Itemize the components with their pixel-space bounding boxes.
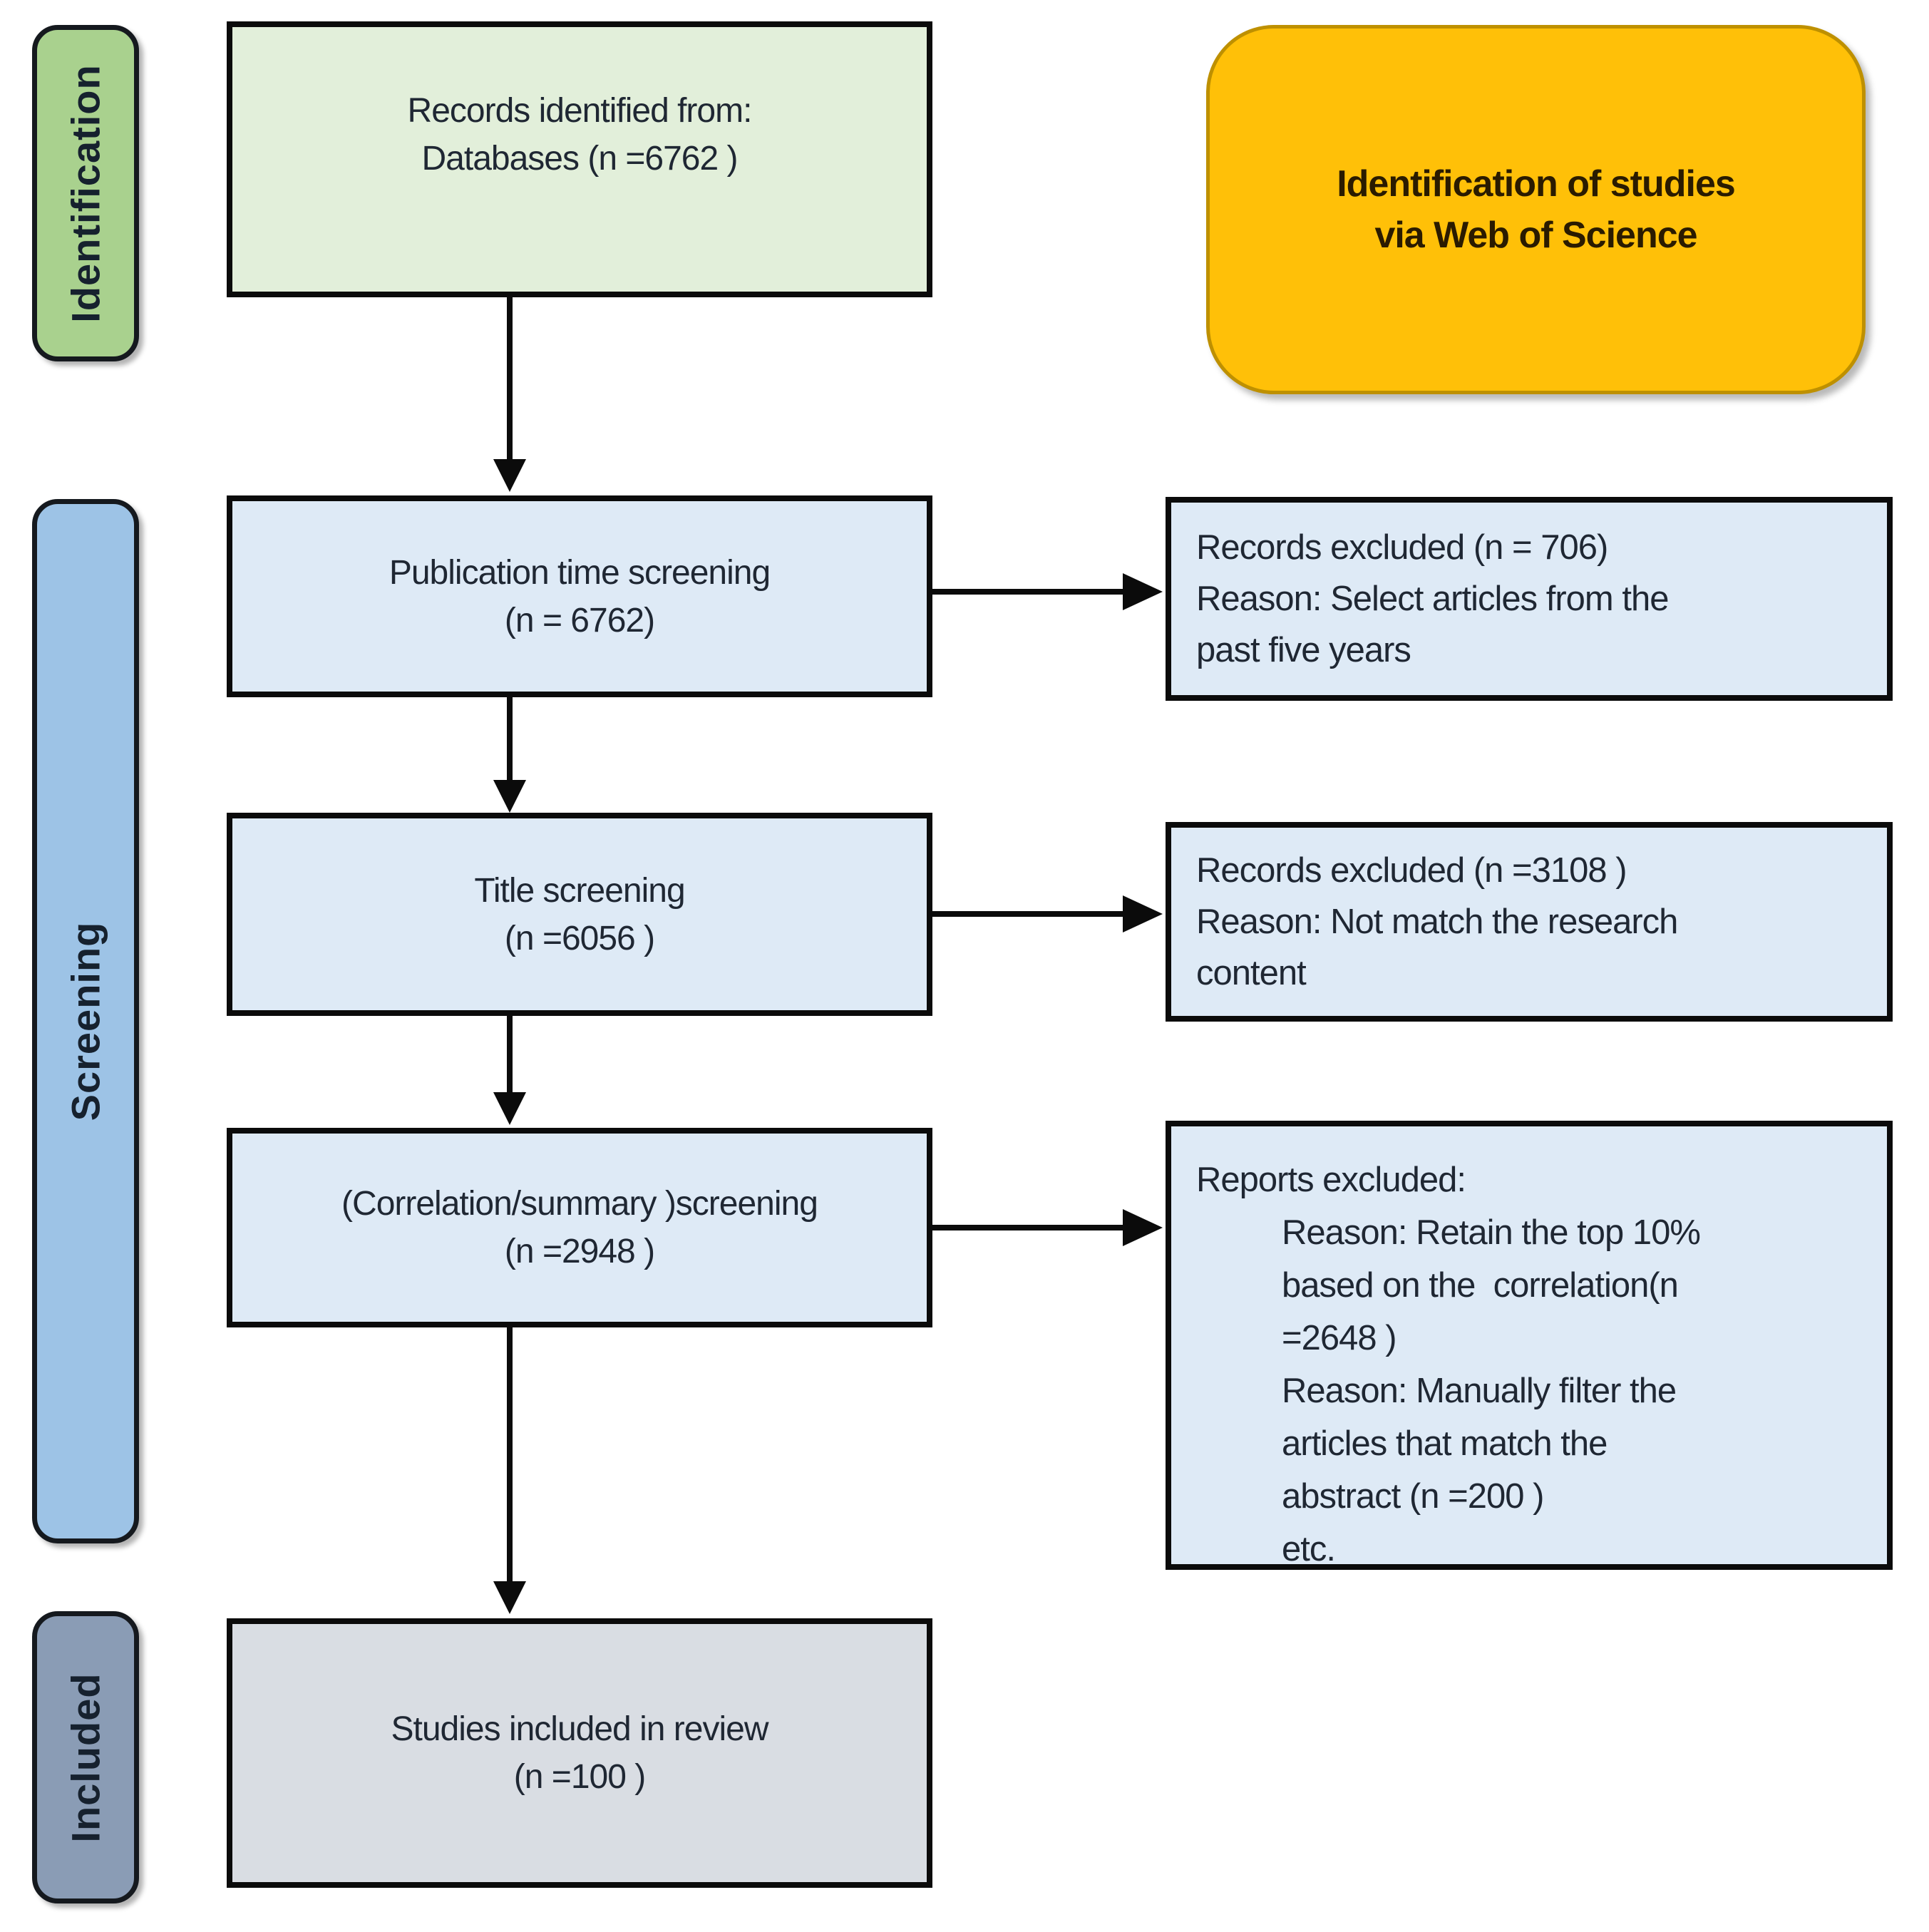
records-identified-line-1: Records identified from: [407, 91, 753, 130]
arrow-down-4-head [493, 1581, 526, 1614]
arrow-down-3-shaft [507, 1016, 513, 1093]
connector-arrow-1-head [1123, 573, 1163, 610]
exclusion-box-records-excluded-706: Records excluded (n = 706) Reason: Selec… [1166, 497, 1893, 701]
arrow-down-3-head [493, 1092, 526, 1125]
arrow-down-1-shaft [507, 297, 513, 460]
flow-box-publication-time-screening: Publication time screening (n = 6762) [227, 495, 932, 697]
studies-included-line-2: (n =100 ) [513, 1758, 646, 1796]
reports-excluded-line-4: Reason: Manually filter the [1282, 1372, 1677, 1410]
connector-arrow-1-shaft [932, 589, 1123, 595]
connector-arrow-3-head [1123, 1209, 1163, 1246]
stage-pill-included: Included [32, 1611, 139, 1903]
stage-pill-screening: Screening [32, 499, 139, 1543]
connector-arrow-3-shaft [932, 1225, 1123, 1230]
excluded-2-line-3: content [1196, 954, 1307, 992]
exclusion-box-reports-excluded: Reports excluded: Reason: Retain the top… [1166, 1121, 1893, 1570]
excluded-2-line-1: Records excluded (n =3108 ) [1196, 851, 1627, 890]
banner-identification-of-studies: Identification of studies via Web of Sci… [1206, 25, 1866, 394]
excluded-1-line-1: Records excluded (n = 706) [1196, 528, 1608, 567]
correlation-screening-line-2: (n =2948 ) [504, 1233, 655, 1270]
exclusion-box-records-excluded-3108: Records excluded (n =3108 ) Reason: Not … [1166, 822, 1893, 1022]
stage-pill-identification: Identification [32, 25, 139, 361]
reports-excluded-line-3: =2648 ) [1282, 1319, 1397, 1357]
reports-excluded-line-5: articles that match the [1282, 1424, 1608, 1463]
stage-label-identification: Identification [63, 63, 108, 323]
reports-excluded-heading: Reports excluded: [1196, 1161, 1466, 1199]
arrow-down-2-head [493, 780, 526, 813]
reports-excluded-line-2: based on the correlation(n [1282, 1266, 1679, 1305]
publication-time-screening-line-1: Publication time screening [389, 553, 771, 592]
connector-arrow-2-shaft [932, 911, 1123, 917]
excluded-2-line-2: Reason: Not match the research [1196, 903, 1678, 941]
banner-line-2: via Web of Science [1374, 215, 1697, 256]
connector-arrow-2-head [1123, 895, 1163, 932]
excluded-1-line-2: Reason: Select articles from the [1196, 580, 1669, 618]
title-screening-line-2: (n =6056 ) [504, 919, 655, 957]
flow-box-records-identified: Records identified from: Databases (n =6… [227, 21, 932, 297]
arrow-down-2-shaft [507, 697, 513, 781]
studies-included-line-1: Studies included in review [391, 1710, 769, 1748]
reports-excluded-line-1: Reason: Retain the top 10% [1282, 1213, 1701, 1252]
stage-label-included: Included [63, 1672, 108, 1843]
records-identified-line-2: Databases (n =6762 ) [421, 139, 739, 178]
publication-time-screening-line-2: (n = 6762) [504, 601, 655, 639]
reports-excluded-reasons: Reason: Retain the top 10% based on the … [1282, 1206, 1862, 1576]
title-screening-line-1: Title screening [474, 871, 685, 910]
arrow-down-1-head [493, 459, 526, 492]
correlation-screening-line-1: (Correlation/summary )screening [341, 1185, 818, 1223]
flow-box-studies-included: Studies included in review (n =100 ) [227, 1618, 932, 1888]
arrow-down-4-shaft [507, 1327, 513, 1582]
banner-line-1: Identification of studies [1337, 163, 1736, 205]
reports-excluded-line-7: etc. [1282, 1530, 1336, 1568]
reports-excluded-line-6: abstract (n =200 ) [1282, 1477, 1544, 1516]
excluded-1-line-3: past five years [1196, 631, 1411, 669]
flow-box-title-screening: Title screening (n =6056 ) [227, 813, 932, 1016]
flow-box-correlation-summary-screening: (Correlation/summary )screening (n =2948… [227, 1128, 932, 1327]
stage-label-screening: Screening [63, 921, 108, 1121]
